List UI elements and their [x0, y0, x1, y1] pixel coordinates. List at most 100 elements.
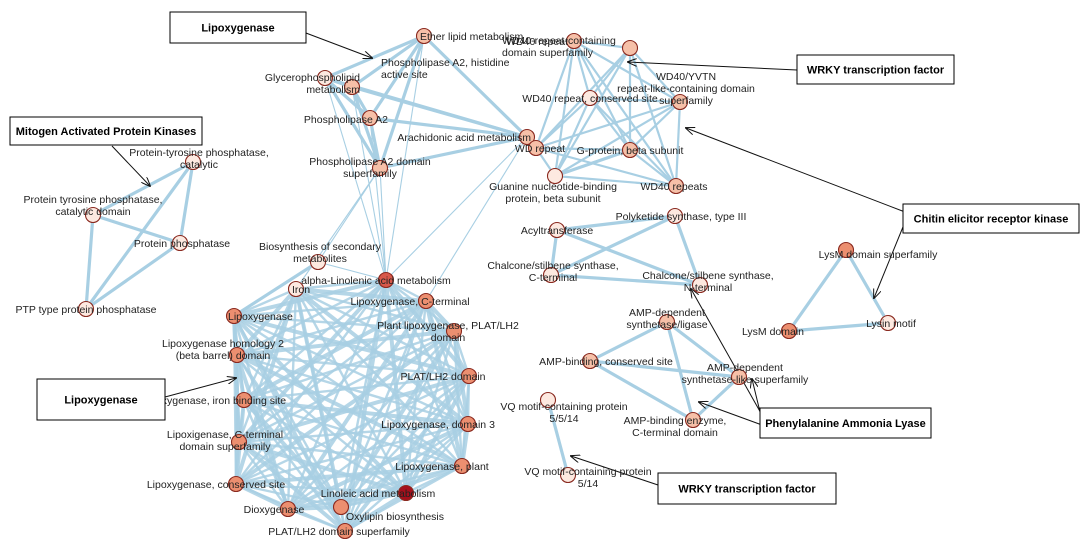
node-label-pla2: Phospholipase A2: [304, 114, 388, 126]
node-lox_homology2[interactable]: [228, 346, 246, 364]
node-chalcone_n[interactable]: [691, 276, 709, 294]
node-lysm_domain[interactable]: [780, 322, 798, 340]
edge-lox_homology2-plat_lh2: [236, 353, 470, 378]
edge-lox_domain3-dioxygenase: [287, 422, 469, 511]
node-label-wd_repeat: WD repeat: [515, 143, 565, 155]
edge-ether_lipid-glycerophospholipid: [350, 34, 426, 89]
node-lox_iron[interactable]: [235, 391, 253, 409]
node-vq_514[interactable]: [559, 466, 577, 484]
node-pla2[interactable]: [361, 109, 379, 127]
node-dioxygenase[interactable]: [279, 500, 297, 518]
node-lox_conserved[interactable]: [227, 475, 245, 493]
node-label-line: domain superfamily: [502, 47, 594, 59]
callout-chitin: Chitin elicitor receptor kinase: [902, 203, 1080, 234]
node-wd40_domain_sf[interactable]: [621, 39, 639, 57]
callout-lox_left: Lipoxygenase: [36, 378, 166, 421]
node-label-wd40_conserved: WD40 repeat, conserved site: [522, 93, 658, 105]
node-arachidonic[interactable]: [518, 128, 536, 146]
node-lipoxygenase[interactable]: [225, 307, 243, 325]
node-plant_lox[interactable]: [445, 322, 463, 340]
edge-lox_cterm_sf-dioxygenase: [238, 441, 289, 510]
node-pla2_domain_sf[interactable]: [371, 159, 389, 177]
edge-lox_domain3-oxylipin: [340, 422, 469, 509]
node-wd40_conserved[interactable]: [581, 89, 599, 107]
node-ether_lipid[interactable]: [415, 27, 433, 45]
node-ptp_catalytic_domain[interactable]: [84, 206, 102, 224]
edge-ether_lipid-arachidonic: [422, 34, 529, 139]
node-plat_lh2[interactable]: [460, 367, 478, 385]
node-label-lox_domain3: Lipoxygenase, domain 3: [381, 419, 495, 431]
node-polyketide[interactable]: [666, 207, 684, 225]
node-label-line: Glycerophospholipid: [265, 72, 360, 84]
node-protein_phosphatase[interactable]: [171, 234, 189, 252]
node-label-lox_conserved: Lipoxygenase, conserved site: [147, 479, 285, 491]
callout-arrow-pal: [691, 289, 763, 416]
node-amp_ligase[interactable]: [658, 313, 676, 331]
node-lox_domain3[interactable]: [459, 415, 477, 433]
node-linoleic[interactable]: [397, 484, 415, 502]
node-pla2_histidine[interactable]: [316, 69, 334, 87]
node-label-line: VQ motif-containing protein: [524, 466, 651, 478]
callout-box: [902, 203, 1080, 234]
node-label-line: Ether lipid metabolism: [420, 31, 524, 43]
node-label-amp_cterm: AMP-binding enzyme,C-terminal domain: [624, 415, 727, 439]
node-label-line: repeat-like-containing domain: [617, 83, 755, 95]
edge-lox_cterm-lox_homology2: [236, 299, 427, 357]
edge-wd40_repeat_a-wd40_repeats: [572, 39, 678, 188]
edge-pla2_histidine-pla2_domain_sf: [323, 76, 382, 170]
callout-box: [796, 54, 955, 85]
node-wd40_yvtn[interactable]: [671, 93, 689, 111]
node-lysm_sf[interactable]: [837, 241, 855, 259]
node-oxylipin[interactable]: [332, 498, 350, 516]
node-label-line: synthetase/ligase: [626, 319, 707, 331]
node-lysin_motif[interactable]: [879, 314, 897, 332]
node-label-g_protein_beta: G-protein, beta subunit: [577, 145, 684, 157]
node-guanine_beta[interactable]: [546, 167, 564, 185]
edge-iron-lox_cterm: [295, 287, 427, 303]
node-wd40_repeats[interactable]: [667, 177, 685, 195]
node-ptp_catalytic[interactable]: [184, 153, 202, 171]
node-label-protein_phosphatase: Protein phosphatase: [134, 238, 230, 250]
node-label-lipoxygenase: Lipoxygenase: [228, 311, 293, 323]
callout-arrows-layer: [111, 29, 906, 486]
node-glycerophospholipid[interactable]: [343, 78, 361, 96]
node-chalcone_c[interactable]: [542, 266, 560, 284]
node-lox_plant[interactable]: [453, 457, 471, 475]
node-wd40_repeat_a[interactable]: [565, 32, 583, 50]
node-label-line: alpha-Linolenic acid metabolism: [301, 275, 451, 287]
node-amp_like_sf[interactable]: [730, 368, 748, 386]
node-ptp_type[interactable]: [77, 300, 95, 318]
edge-wd40_yvtn-wd_repeat: [534, 100, 682, 150]
node-acyltransferase[interactable]: [548, 221, 566, 239]
node-label-line: LysM domain superfamily: [819, 249, 938, 261]
node-plat_lh2_sf[interactable]: [336, 522, 354, 540]
node-wd_repeat[interactable]: [527, 139, 545, 157]
node-label-line: WD40 repeat: [506, 36, 568, 48]
node-label-lysm_domain: LysM domain: [742, 326, 804, 338]
callout-text: WRKY transcription factor: [678, 484, 816, 496]
node-lox_cterm[interactable]: [417, 292, 435, 310]
node-label-line: Lipoxygenase: [228, 311, 293, 323]
edge-alpha_linolenic-pla2_histidine: [324, 77, 387, 281]
node-amp_cterm[interactable]: [684, 411, 702, 429]
node-amp_conserved[interactable]: [581, 352, 599, 370]
node-biosynthesis[interactable]: [309, 253, 327, 271]
node-label-line: G-protein, beta subunit: [577, 145, 684, 157]
node-g_protein_beta[interactable]: [621, 141, 639, 159]
node-label-line: AMP-binding, conserved site: [539, 356, 673, 368]
node-lox_cterm_sf[interactable]: [230, 433, 248, 451]
node-alpha_linolenic[interactable]: [377, 271, 395, 289]
edge-lox_domain3-plat_lh2_sf: [344, 423, 469, 532]
edge-g_protein_beta-wd40_repeats: [628, 148, 678, 188]
node-vq_5514[interactable]: [539, 391, 557, 409]
nodes-layer: [77, 27, 897, 540]
node-iron[interactable]: [287, 280, 305, 298]
